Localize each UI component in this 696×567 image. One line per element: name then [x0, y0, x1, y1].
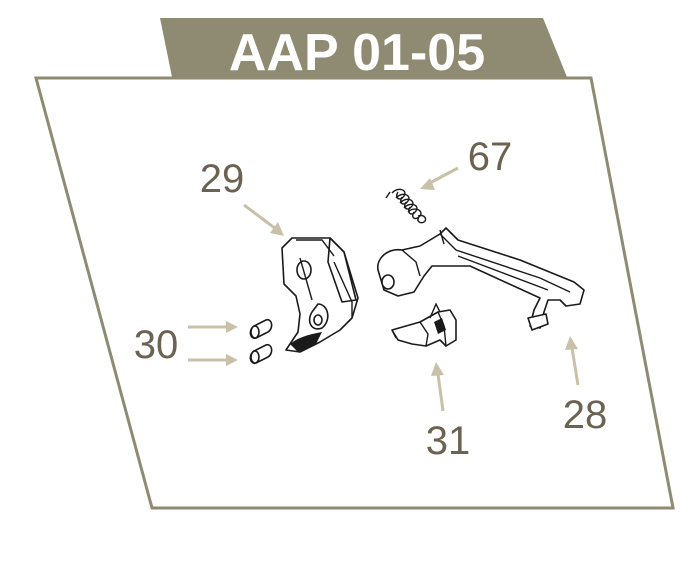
- arrow-31: [431, 362, 445, 412]
- callout-31: 31: [426, 419, 471, 463]
- arrow-30-upper: [188, 321, 238, 333]
- arrow-30-lower: [188, 354, 238, 366]
- arrow-29: [243, 203, 284, 236]
- part-31-component: [391, 302, 457, 347]
- part-30-pins: [249, 318, 273, 365]
- callout-67: 67: [468, 135, 513, 179]
- part-28-trigger-bar: [377, 227, 585, 331]
- part-29-trigger: [281, 237, 359, 353]
- part-67-spring: [385, 188, 427, 224]
- title-banner: [160, 18, 567, 77]
- callout-29: 29: [200, 157, 245, 201]
- diagram-frame: [34, 76, 675, 510]
- arrow-67: [420, 166, 459, 190]
- arrow-28: [565, 336, 580, 386]
- callout-30: 30: [134, 323, 179, 367]
- diagram-title: AAP 01-05: [229, 24, 485, 82]
- callout-28: 28: [563, 393, 608, 437]
